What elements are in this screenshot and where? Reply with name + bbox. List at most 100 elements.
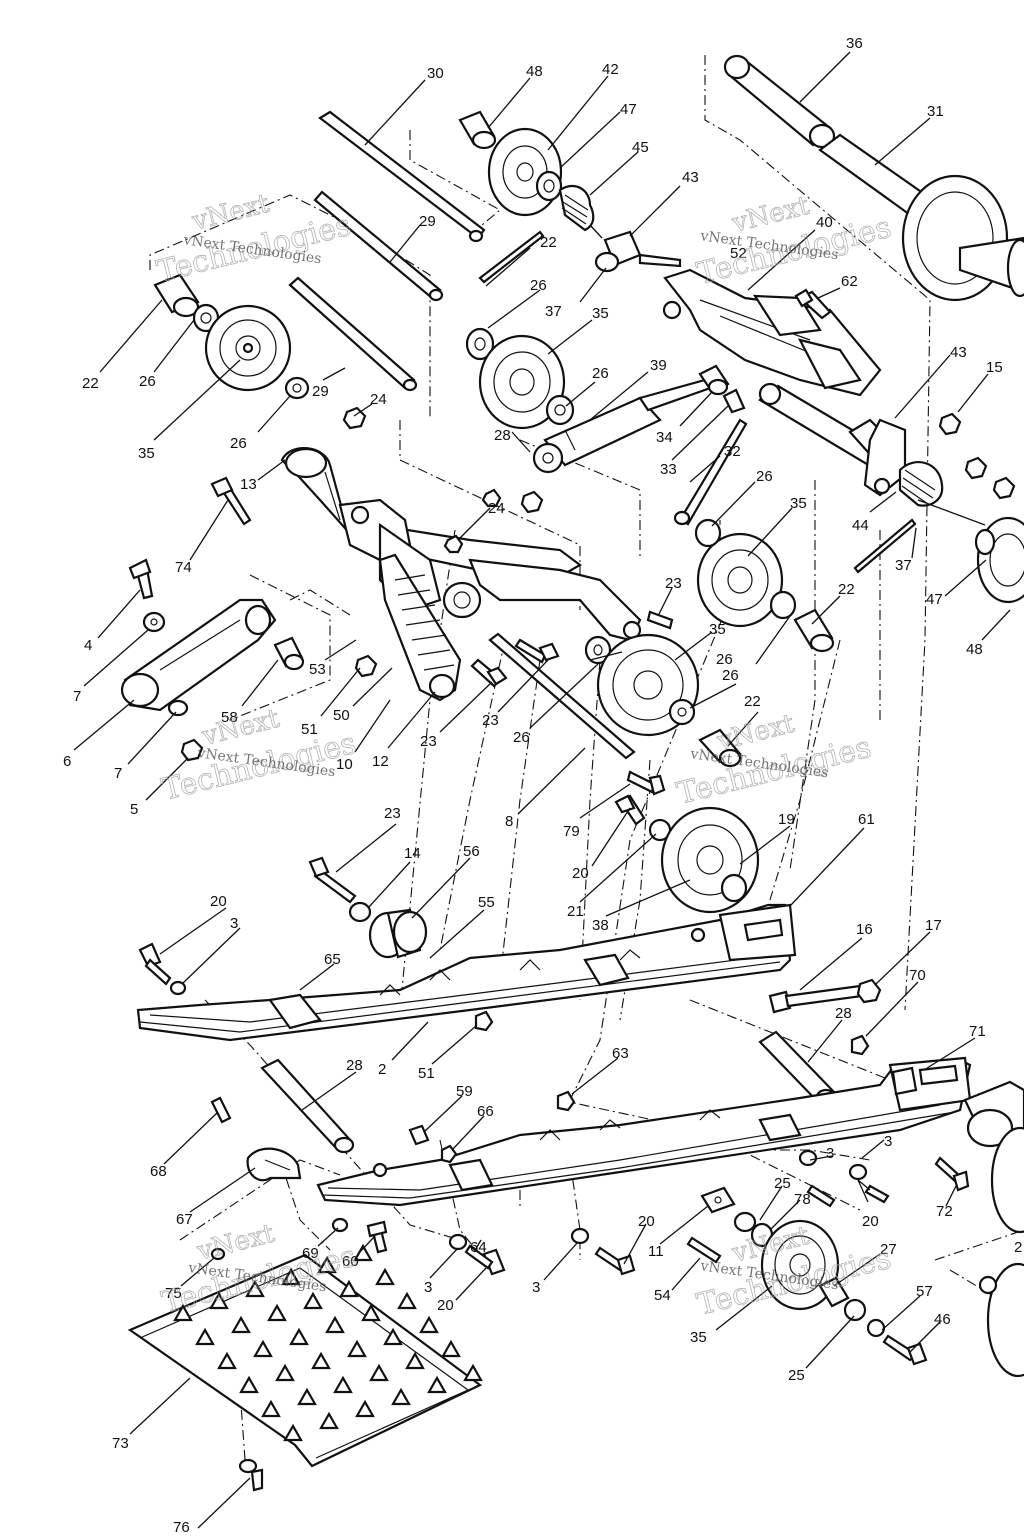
- callout-label: 64: [470, 1239, 487, 1256]
- grip-lug: [405, 1351, 425, 1370]
- callout-label: 76: [173, 1519, 190, 1536]
- callout-label: 42: [602, 61, 619, 78]
- pin-37-lower: [853, 518, 917, 574]
- bolt-60: [366, 1220, 388, 1254]
- callout-label: 3: [884, 1133, 892, 1150]
- callout-label: 58: [221, 709, 238, 726]
- spacer-22-mid-right: [793, 608, 835, 653]
- pin-22-rod: [478, 230, 545, 284]
- bolt-4: [128, 558, 154, 600]
- callout-label: 26: [530, 277, 547, 294]
- callout-label: 25: [788, 1367, 805, 1384]
- shaft-29-lower: [288, 276, 418, 392]
- grip-lug: [275, 1363, 295, 1382]
- grip-lug: [317, 1255, 337, 1274]
- callout-label: 23: [482, 712, 499, 729]
- grip-lug: [319, 1411, 339, 1430]
- callout-label: 71: [969, 1023, 986, 1040]
- nut-70: [850, 1034, 870, 1056]
- callout-label: 61: [858, 811, 875, 828]
- axle-tube-36: [723, 54, 836, 149]
- washer-25-a: [733, 1211, 757, 1233]
- callout-label: 35: [709, 621, 726, 638]
- grip-plate-73: [127, 1243, 483, 1468]
- callout-label: 26: [722, 667, 739, 684]
- wheel-56: [368, 908, 428, 959]
- grip-lug: [427, 1375, 447, 1394]
- grip-lug: [283, 1423, 303, 1442]
- grip-lug: [325, 1315, 345, 1334]
- callout-label: 43: [682, 169, 699, 186]
- grip-lug: [217, 1351, 237, 1370]
- callout-label: 53: [309, 661, 326, 678]
- callout-label: 4: [84, 637, 92, 654]
- callout-label: 22: [744, 693, 761, 710]
- grip-lug: [173, 1303, 193, 1322]
- nut-69: [331, 1217, 349, 1233]
- spacer-28-left: [260, 1058, 355, 1154]
- callout-label: 70: [909, 967, 926, 984]
- bolt-72: [934, 1156, 970, 1192]
- callout-label: 37: [895, 557, 912, 574]
- bolt-20-lower-a: [594, 1246, 636, 1276]
- screw-75: [210, 1247, 226, 1261]
- callout-label: 14: [404, 845, 421, 862]
- bushing-58: [273, 636, 305, 671]
- bushing-48-top: [458, 110, 497, 150]
- callout-label: 23: [384, 805, 401, 822]
- callout-label: 45: [632, 139, 649, 156]
- washer-26-left-lower: [284, 376, 310, 400]
- callout-label: 35: [790, 495, 807, 512]
- callout-label: 22: [838, 581, 855, 598]
- callout-label: 40: [816, 214, 833, 231]
- callout-label: 51: [301, 721, 318, 738]
- callout-label: 57: [916, 1283, 933, 1300]
- grip-lug: [391, 1387, 411, 1406]
- callout-label: 11: [648, 1243, 664, 1260]
- nut-24-upper: [342, 406, 367, 430]
- callout-label: 48: [526, 63, 543, 80]
- callout-label: 79: [563, 823, 580, 840]
- callout-label: 22: [82, 375, 99, 392]
- callout-label: 2: [1014, 1239, 1022, 1256]
- callout-label: 16: [856, 921, 873, 938]
- callout-label: 3: [826, 1145, 834, 1162]
- slide-rail-upper: [136, 903, 797, 1042]
- washer-26-front-right: [668, 698, 696, 726]
- callout-label: 20: [572, 865, 589, 882]
- callout-label: 3: [230, 915, 238, 932]
- callout-label: 19: [778, 811, 795, 828]
- callout-label: 52: [730, 245, 747, 262]
- leader-lines: [73, 51, 1011, 1529]
- washer-26-mid-right: [694, 518, 797, 620]
- callout-label: 35: [138, 445, 155, 462]
- washer-14: [348, 901, 372, 923]
- callout-label: 62: [841, 273, 858, 290]
- grip-lug: [375, 1267, 395, 1286]
- callout-label: 23: [420, 733, 437, 750]
- upper-shaft-30: [318, 110, 486, 243]
- callout-label: 35: [592, 305, 609, 322]
- callout-label: 21: [567, 903, 584, 920]
- nut-24-mid: [443, 488, 544, 554]
- callout-label: 2: [378, 1061, 386, 1078]
- callout-label: 34: [656, 429, 673, 446]
- spring-10: [378, 553, 462, 702]
- grip-lug: [289, 1327, 309, 1346]
- bolt-64: [464, 1244, 506, 1276]
- callout-label: 48: [966, 641, 983, 658]
- link-arm-6: [120, 598, 277, 712]
- slide-rail-lower: [316, 1056, 972, 1207]
- callout-label: 31: [927, 103, 944, 120]
- grip-lug: [267, 1303, 287, 1322]
- callout-label: 29: [312, 383, 329, 400]
- wear-strip-67: [246, 1147, 302, 1182]
- callout-label: 66: [477, 1103, 494, 1120]
- grip-lug: [195, 1327, 215, 1346]
- grip-lug: [253, 1339, 273, 1358]
- grip-lug: [463, 1363, 483, 1382]
- callout-label: 20: [437, 1297, 454, 1314]
- callout-label: 73: [112, 1435, 129, 1452]
- wheel-right-upper: [901, 174, 1024, 302]
- callout-label: 30: [427, 65, 444, 82]
